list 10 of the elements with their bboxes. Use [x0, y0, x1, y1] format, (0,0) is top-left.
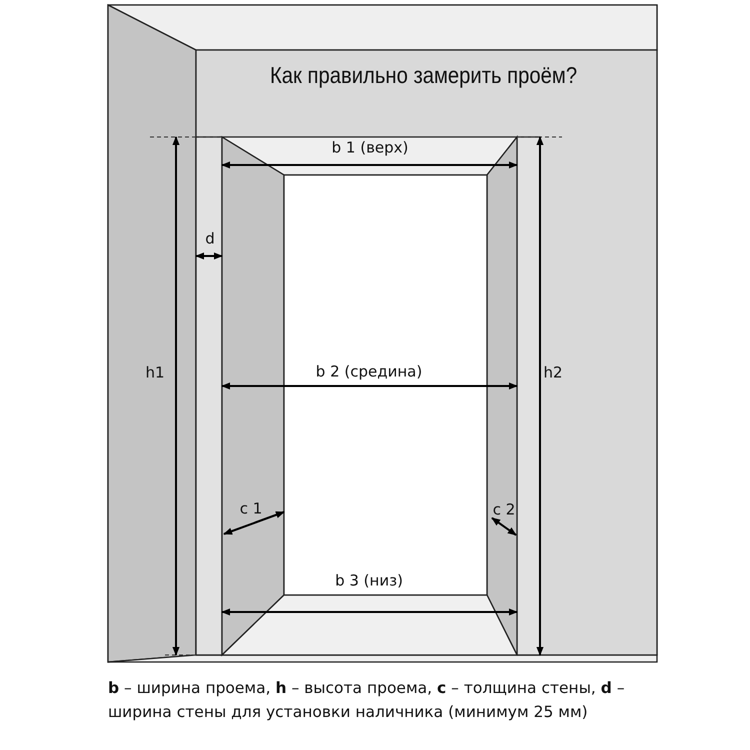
caption: b – ширина проема, h – высота проема, c – толщина стены, d – ширина стены для установки наличника (минимум 25 мм)	[108, 678, 626, 723]
dimension-label: h2	[543, 366, 563, 380]
dimension-label: c 1	[240, 502, 262, 516]
dimension-label: b 2 (средина)	[316, 364, 422, 380]
dimension-label: d	[205, 232, 215, 246]
dimension-label: c 2	[492, 502, 516, 518]
title: Как правильно замерить проём?	[270, 62, 578, 89]
dimension-label: b 3 (низ)	[335, 574, 403, 588]
dimension-label: h1	[145, 366, 165, 380]
dimension-label: b 1 (верх)	[332, 140, 408, 156]
